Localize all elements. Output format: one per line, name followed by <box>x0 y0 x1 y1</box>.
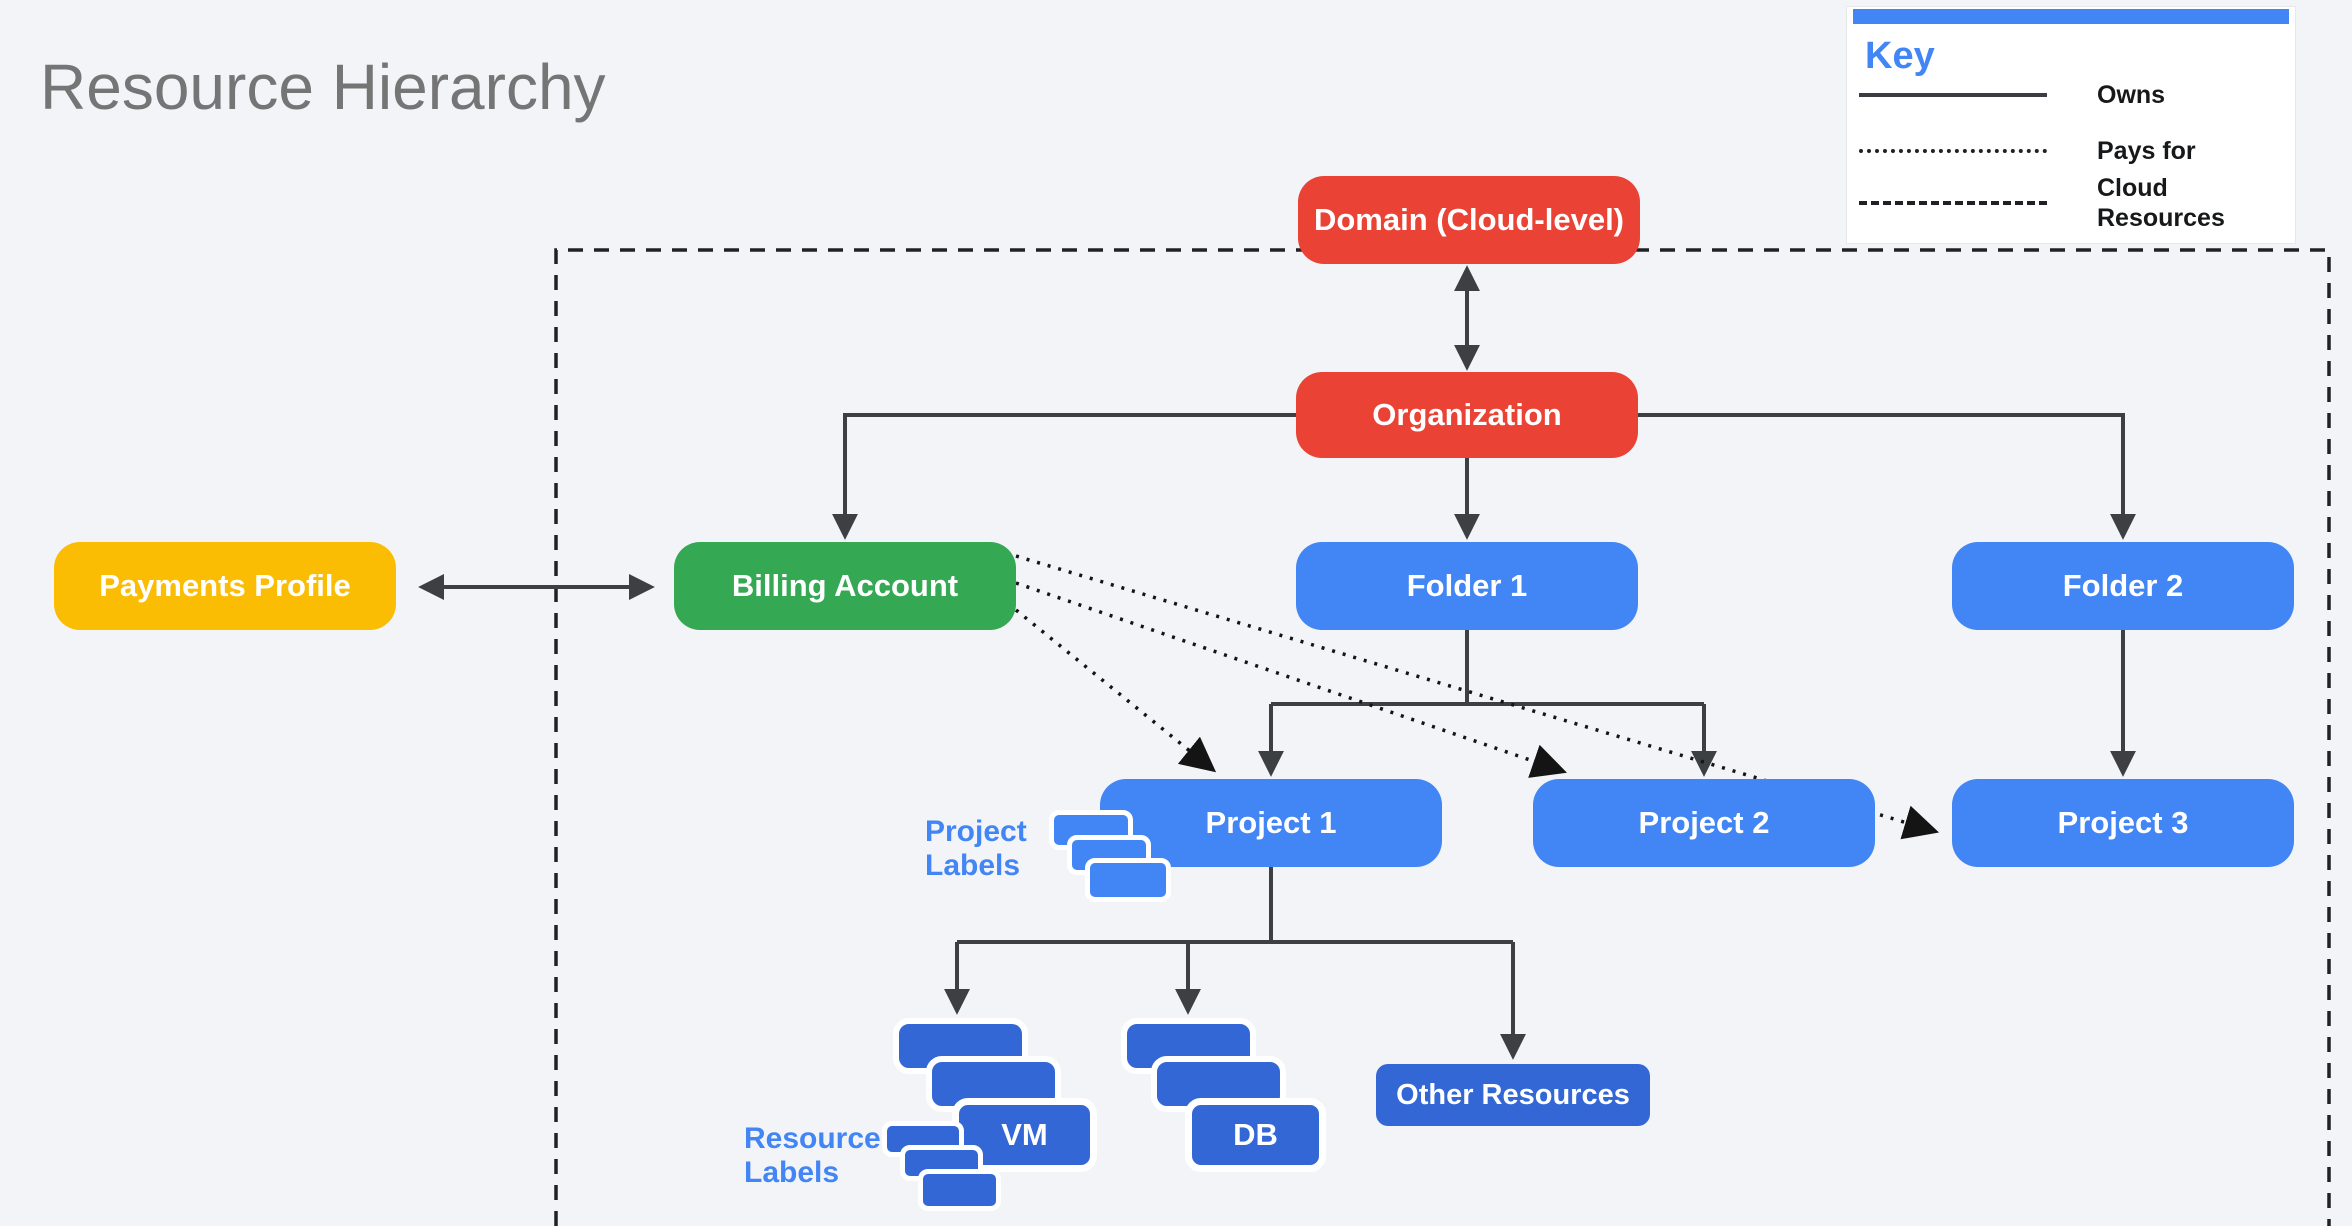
node-payments-profile[interactable]: Payments Profile <box>54 542 396 630</box>
node-project-1[interactable]: Project 1 <box>1100 779 1442 867</box>
page-title: Resource Hierarchy <box>40 51 606 123</box>
legend-label-cloudresources: Cloud Resources <box>2097 174 2225 232</box>
legend-accent-bar <box>1853 9 2289 24</box>
node-other-resources[interactable]: Other Resources <box>1376 1064 1650 1126</box>
project-labels-line1: Project <box>925 815 1027 848</box>
project-labels-line2: Labels <box>925 849 1021 882</box>
project-label-chip <box>1085 858 1171 902</box>
node-billing-account[interactable]: Billing Account <box>674 542 1016 630</box>
node-domain[interactable]: Domain (Cloud-level) <box>1298 176 1640 264</box>
node-folder-2[interactable]: Folder 2 <box>1952 542 2294 630</box>
legend-label-paysfor: Pays for <box>2097 137 2196 165</box>
connector-organization-folder2 <box>1638 413 2136 540</box>
resource-labels-line2: Labels <box>744 1156 840 1189</box>
node-project-3[interactable]: Project 3 <box>1952 779 2294 867</box>
node-folder-1[interactable]: Folder 1 <box>1296 542 1638 630</box>
node-project-2[interactable]: Project 2 <box>1533 779 1875 867</box>
resource-label-chip <box>918 1169 1001 1211</box>
node-organization[interactable]: Organization <box>1296 372 1638 458</box>
dotted-line-sample <box>1859 149 2047 153</box>
cloud-resources-boundary <box>554 248 2331 1226</box>
resource-labels-line1: Resource <box>744 1122 881 1155</box>
legend-title: Key <box>1865 35 1935 77</box>
legend: Key Owns Pays for Cloud Resources <box>1846 6 2296 244</box>
paysfor-billing-project2 <box>1015 581 1567 778</box>
connector-project1-branch <box>957 867 1513 944</box>
paysfor-billing-project1 <box>1014 608 1217 773</box>
legend-label-owns: Owns <box>2097 81 2166 109</box>
dashed-line-sample <box>1859 201 2047 205</box>
solid-line-sample <box>1859 93 2047 97</box>
project-labels-annotation: Project Labels <box>925 815 1027 883</box>
node-db[interactable]: DB <box>1185 1098 1326 1172</box>
connector-folder1-branch <box>1271 630 1704 706</box>
resource-labels-annotation: Resource Labels <box>744 1122 881 1190</box>
connector-organization-billing <box>832 413 1296 540</box>
